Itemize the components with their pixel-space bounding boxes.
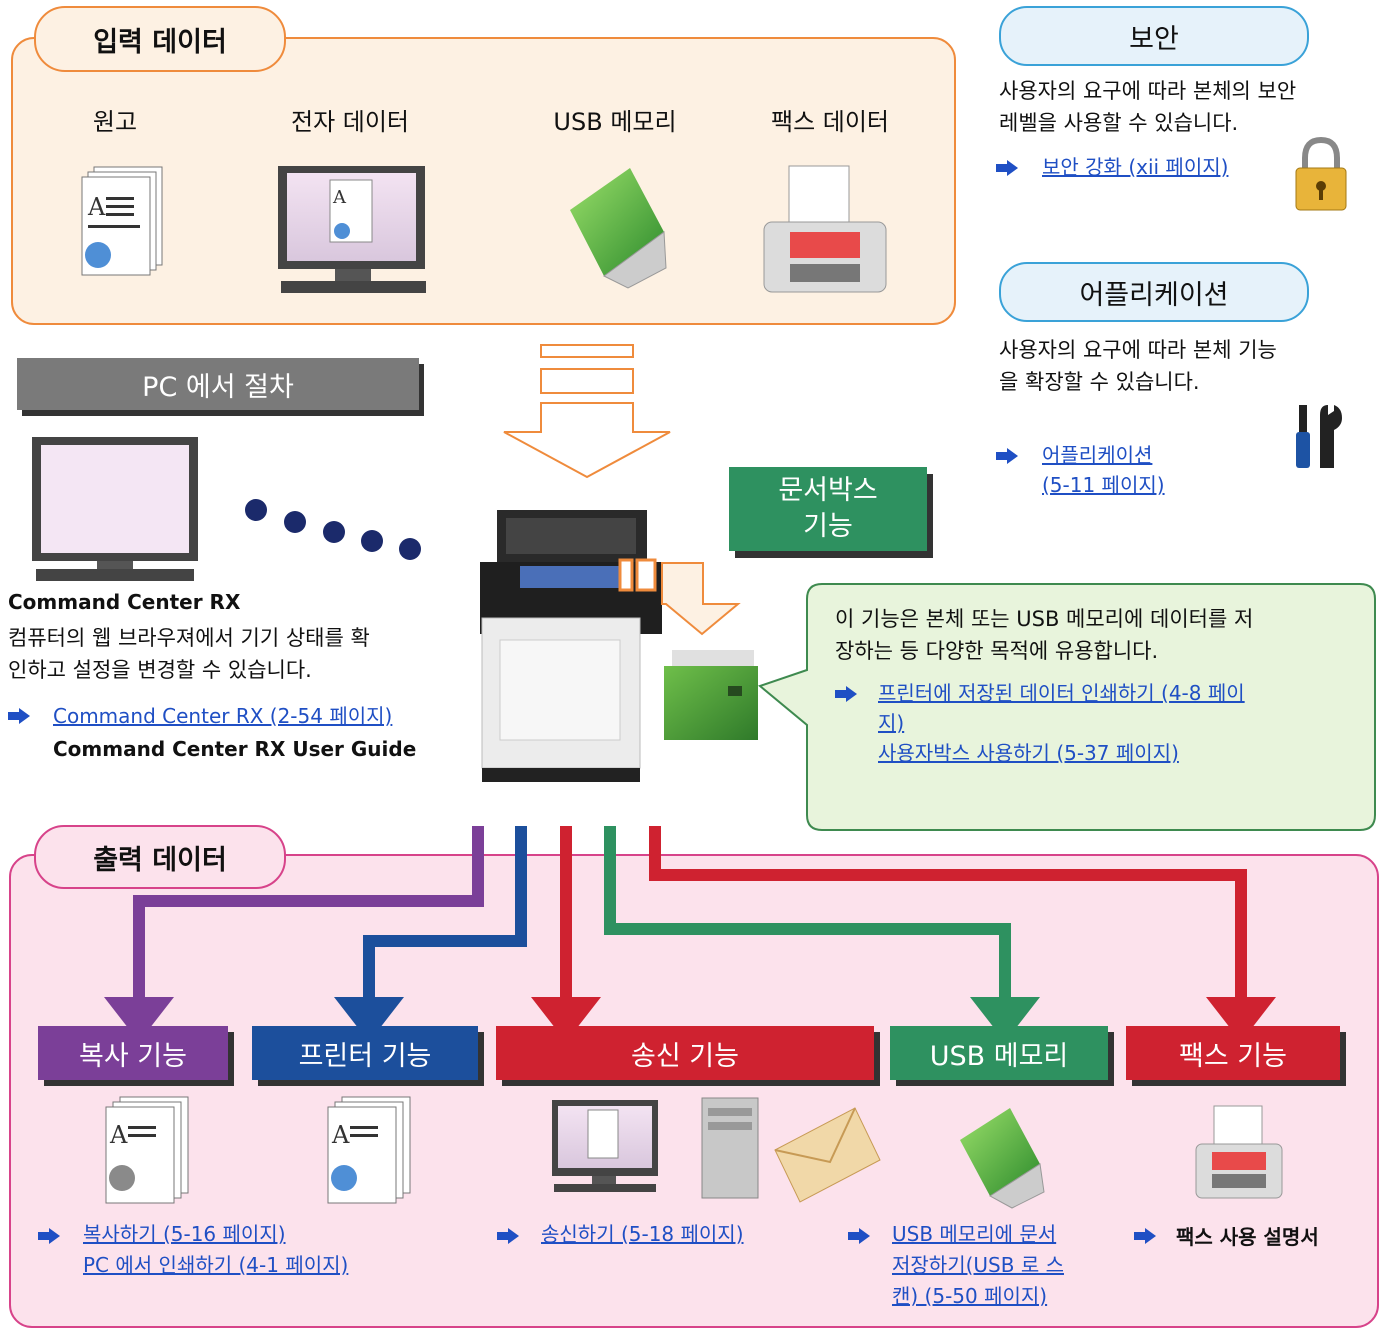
application-title: 어플리케이션 [1079,279,1229,311]
security-title-tab: 보안 [999,6,1309,66]
document-stack-icon-input: A [81,166,163,276]
application-desc-line1: 사용자의 요구에 따라 본체 기능 [999,338,1277,362]
arrow-right-icon [38,1228,60,1244]
envelope-icon [774,1107,881,1203]
function-usb: USB 메모리 [890,1026,1108,1080]
function-printer: 프린터 기능 [252,1026,478,1080]
input-title-tab: 입력 데이터 [34,6,286,72]
copy-link[interactable]: 복사하기 (5-16 페이지) [83,1222,286,1246]
arrow-right-icon [497,1228,519,1244]
input-to-device-arrow [503,344,671,479]
pc-user-guide-ref: Command Center RX User Guide [53,737,417,761]
pc-header-band [17,358,419,410]
usb-save-link-line3[interactable]: 캔) (5-50 페이지) [892,1284,1048,1308]
function-copy: 복사 기능 [38,1026,228,1080]
storage-box-icon [664,650,758,740]
function-fax: 팩스 기능 [1126,1026,1340,1080]
security-link[interactable]: 보안 강화 (xii 페이지) [1042,155,1229,179]
fax-machine-icon-input [763,165,887,293]
svg-text:A: A [331,1121,350,1149]
output-title-tab: 출력 데이터 [34,825,286,889]
application-link-line2[interactable]: (5-11 페이지) [1042,473,1165,497]
mfp-device-icon [480,510,662,782]
docbox-title-line2: 기능 [803,511,853,542]
security-description: 사용자의 요구에 따라 본체의 보안 레벨을 사용할 수 있습니다. [999,75,1379,139]
arrow-right-icon [835,686,857,702]
arrow-right-icon [996,448,1018,464]
output-arrowheads [104,997,1276,1042]
send-link[interactable]: 송신하기 (5-18 페이지) [541,1222,744,1246]
docbox-link1-line1[interactable]: 프린터에 저장된 데이터 인쇄하기 (4-8 페이 [878,681,1245,705]
pc-print-link[interactable]: PC 에서 인쇄하기 (4-1 페이지) [83,1253,349,1277]
docbox-desc-line2: 장하는 등 다양한 목적에 유용합니다. [835,639,1159,663]
fax-guide-ref: 팩스 사용 설명서 [1176,1225,1319,1249]
padlock-icon [1295,136,1347,211]
arrow-right-icon [996,160,1018,176]
docbox-title: 문서박스 기능 [729,467,927,551]
arrow-right-icon [848,1228,870,1244]
function-send: 송신 기능 [496,1026,874,1080]
send-monitor-icon [552,1100,658,1192]
usb-save-link-line2[interactable]: 저장하기(USB 로 스 [892,1253,1064,1277]
docbox-header-band [729,467,927,551]
application-title-tab: 어플리케이션 [999,262,1309,322]
pc-desc-line1: 컴퓨터의 웹 브라우져에서 기기 상태를 확 [8,626,370,650]
pc-desc-line2: 인하고 설정을 변경할 수 있습니다. [8,658,312,682]
input-label-electronic: 전자 데이터 [290,108,410,136]
tools-icon [1296,405,1342,468]
output-title: 출력 데이터 [93,844,227,876]
security-desc-line1: 사용자의 요구에 따라 본체의 보안 [999,79,1297,103]
input-label-usb: USB 메모리 [553,108,677,136]
docbox-callout [757,583,1376,831]
output-panel [9,854,1379,1328]
electronic-data-monitor-icon: A [278,166,426,293]
security-title: 보안 [1129,23,1179,55]
input-label-fax: 팩스 데이터 [770,108,890,136]
usb-stick-icon-input [570,168,667,289]
svg-text:A: A [87,193,106,221]
application-description: 사용자의 요구에 따라 본체 기능 을 확장할 수 있습니다. [999,334,1379,398]
pc-heading: Command Center RX [8,590,241,614]
device-to-box-arrow [661,562,741,636]
input-panel [11,37,956,325]
docbox-link1-line2[interactable]: 지) [878,711,905,735]
security-desc-line2: 레벨을 사용할 수 있습니다. [999,111,1239,135]
output-connectors [133,826,1247,1000]
usb-save-link-line1[interactable]: USB 메모리에 문서 [892,1222,1057,1246]
docbox-title-line1: 문서박스 [778,475,878,506]
pc-section-title: PC 에서 절차 [142,371,294,403]
document-stack-icon-printer: A [327,1096,411,1204]
svg-text:A: A [109,1121,128,1149]
input-label-document: 원고 [92,108,138,136]
fax-machine-icon-output [1195,1105,1283,1199]
arrow-right-icon [1134,1228,1156,1244]
docbox-description: 이 기능은 본체 또는 USB 메모리에 데이터를 저 장하는 등 다양한 목적… [835,603,1365,667]
application-link-line1[interactable]: 어플리케이션 [1042,443,1153,467]
svg-text:A: A [332,187,347,208]
application-desc-line2: 을 확장할 수 있습니다. [999,370,1200,394]
usb-stick-icon-output [960,1108,1045,1209]
document-stack-icon-copy: A [105,1096,189,1204]
pc-description: 컴퓨터의 웹 브라우져에서 기기 상태를 확 인하고 설정을 변경할 수 있습니… [8,622,458,686]
server-tower-icon [701,1097,759,1199]
docbox-desc-line1: 이 기능은 본체 또는 USB 메모리에 데이터를 저 [835,607,1254,631]
pc-connection-dots [245,499,421,560]
docbox-link2[interactable]: 사용자박스 사용하기 (5-37 페이지) [878,741,1179,765]
input-title: 입력 데이터 [93,26,227,58]
arrow-right-icon [8,708,30,724]
pc-command-center-link[interactable]: Command Center RX (2-54 페이지) [53,704,393,728]
pc-monitor-icon [32,437,198,581]
